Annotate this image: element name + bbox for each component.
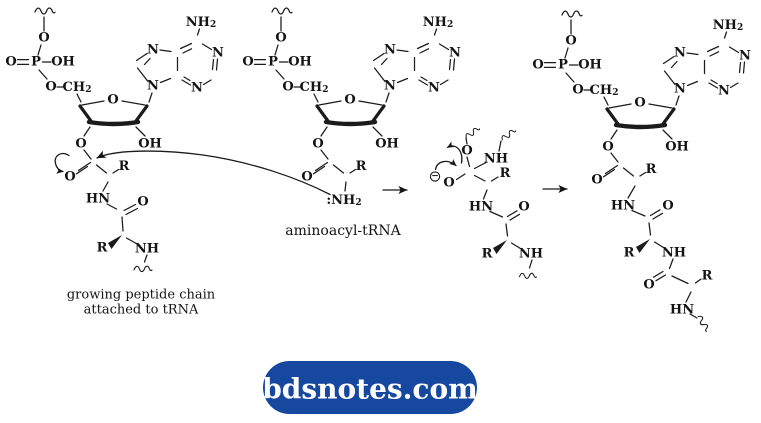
carbonyl-oxygen-label: O (137, 195, 148, 210)
amide-nh-label: NH (135, 242, 159, 257)
banner-text[interactable]: bdsnotes.com (262, 373, 478, 406)
structure-peptidyl-trna: HN O R NH growing peptide chain attached… (5, 8, 224, 318)
caption-line1: growing peptide chain (67, 288, 216, 303)
banner[interactable]: bdsnotes.com (262, 361, 478, 414)
structure-tetrahedral-intermediate: O NH O − R HN O R NH (429, 125, 543, 279)
r-group-label: R (97, 241, 108, 256)
amide-nh-label: NH (484, 152, 508, 167)
peptide-chain-bonds (627, 185, 702, 319)
trna-squiggle (500, 127, 517, 142)
wedge-bond (108, 235, 122, 249)
amide-nh-label: HN (469, 200, 493, 215)
structure-product-peptidyl-trna: HN O R NH O R HN (532, 11, 751, 333)
carbonyl-oxygen-label: O (643, 278, 654, 293)
amine-nucleophile-label: :NH2 (326, 193, 361, 209)
carbonyl-oxygen-label: O (518, 200, 529, 215)
adenosine-unit (242, 8, 461, 185)
negative-charge-icon: − (429, 171, 441, 182)
bond (344, 181, 347, 192)
wedge-bond (636, 239, 650, 253)
trna-squiggle (133, 265, 153, 273)
r-group-label: R (500, 166, 511, 181)
electron-push-arrow (54, 152, 70, 174)
aminoacyl-trna-label: aminoacyl-tRNA (285, 223, 401, 239)
caption-line2: attached to tRNA (84, 303, 199, 318)
adenosine-unit (5, 8, 224, 185)
carbonyl-oxygen-label: O (662, 199, 673, 214)
r-group-label: R (624, 246, 635, 261)
r-group-label: R (482, 247, 493, 262)
svg-text:−: − (431, 172, 439, 182)
electron-push-arrow (446, 141, 463, 164)
amide-nh-label: HN (611, 199, 635, 214)
trna-squiggle (518, 272, 538, 279)
wedge-bond (493, 240, 507, 254)
banner-pill[interactable] (263, 361, 477, 414)
amide-nh-label: HN (670, 303, 694, 318)
amide-nh-label: HN (86, 192, 110, 207)
r-group-label: R (702, 269, 713, 284)
structure-aminoacyl-trna: :NH2 aminoacyl-tRNA (96, 8, 461, 239)
amide-nh-label: NH (662, 246, 686, 261)
nucleophilic-attack-arrow (96, 150, 331, 196)
alkoxide-oxygen-label: O (443, 176, 454, 191)
amide-nh-label: NH (519, 247, 543, 262)
oxygen-label: O (461, 144, 472, 159)
electron-push-arrow (434, 158, 457, 171)
peptide-chain-bonds (102, 181, 148, 263)
adenosine-unit (532, 11, 751, 188)
trna-squiggle (464, 125, 481, 140)
intermediate-bonds (455, 137, 533, 269)
trna-squiggle (696, 314, 711, 333)
